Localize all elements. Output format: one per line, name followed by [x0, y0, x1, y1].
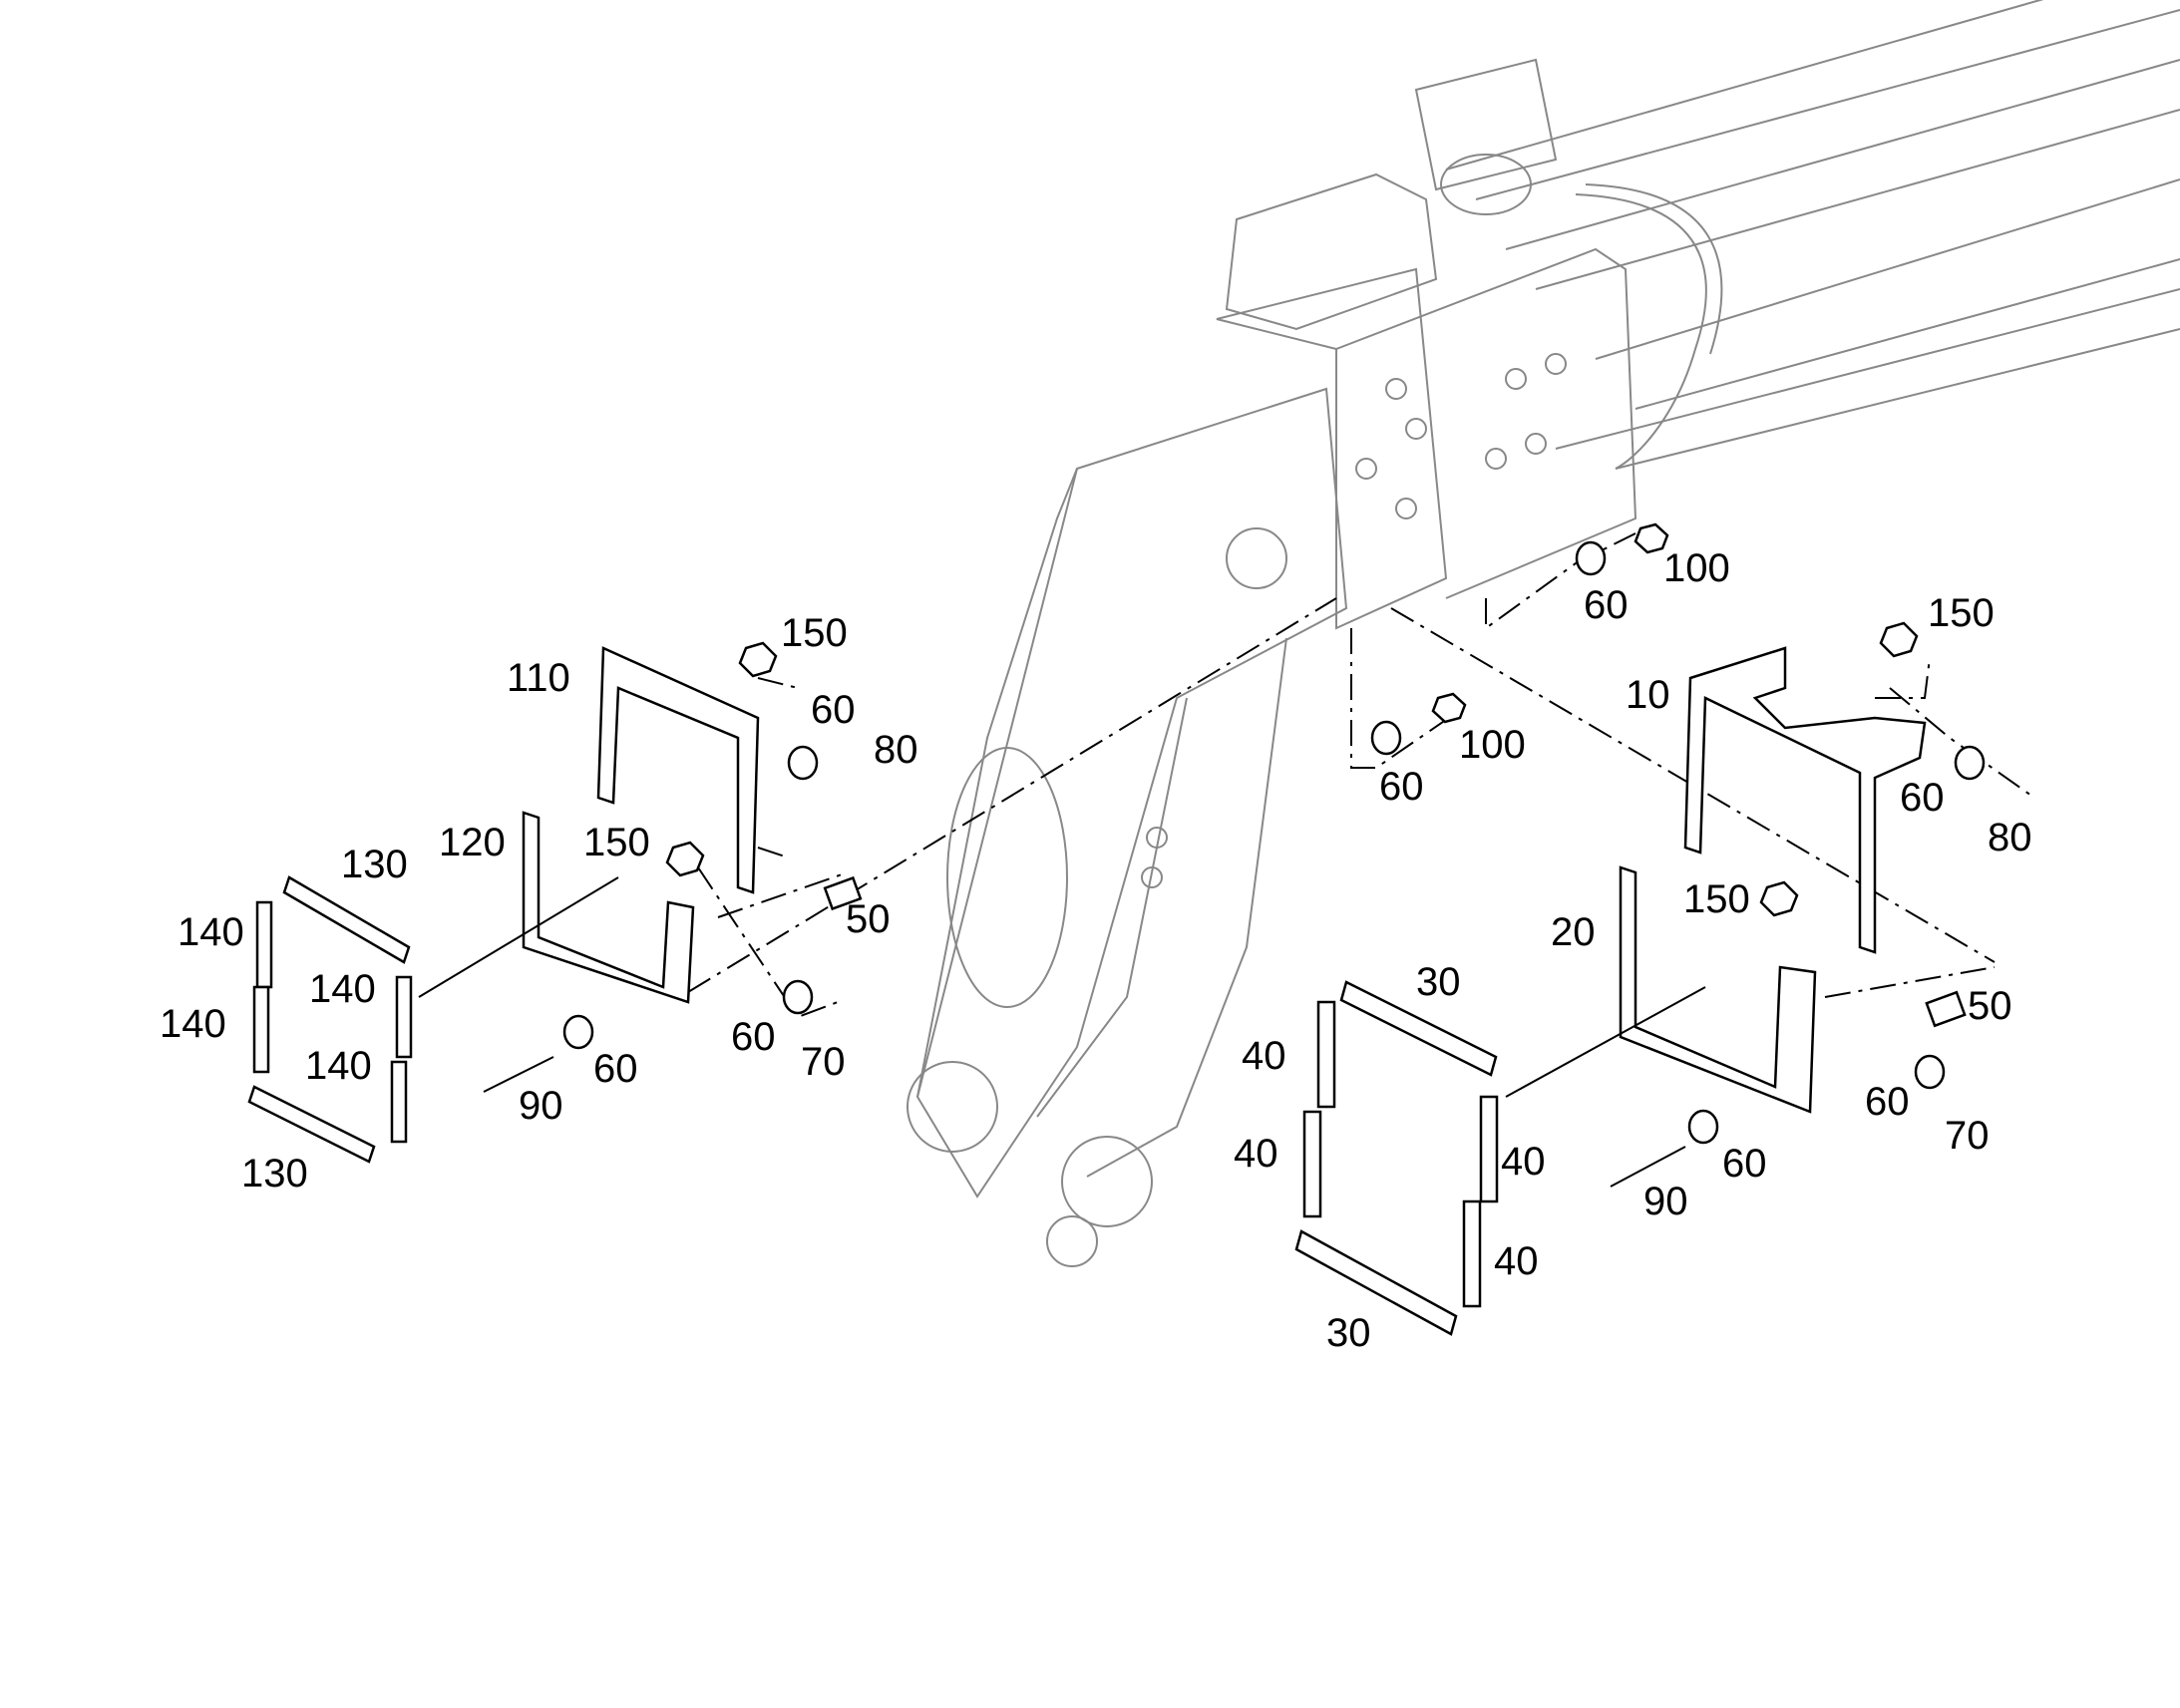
callout-labels: 150 110 60 80 120 150 130 140 140 140 14… [160, 546, 2032, 1355]
callout-60: 60 [1584, 583, 1629, 627]
boom-arm-outline [907, 0, 2180, 1267]
callout-140: 140 [178, 910, 244, 954]
right-bracket-10 [1683, 646, 1927, 954]
callout-140: 140 [160, 1002, 226, 1046]
right-fasteners [1370, 522, 1986, 1188]
callout-40: 40 [1494, 1239, 1539, 1283]
right-clamp-strip-30-bottom [1294, 1229, 1458, 1336]
callout-60: 60 [1379, 765, 1424, 809]
callout-90: 90 [1643, 1180, 1688, 1223]
callout-60: 60 [1900, 776, 1945, 820]
callout-30: 30 [1326, 1311, 1371, 1355]
callout-90: 90 [519, 1084, 563, 1128]
callout-10: 10 [1626, 673, 1670, 717]
callout-100: 100 [1459, 723, 1526, 767]
callout-60: 60 [1722, 1142, 1767, 1186]
left-clamp-strip-130-top [282, 875, 411, 964]
callout-150: 150 [1683, 877, 1750, 921]
callout-130: 130 [241, 1152, 308, 1196]
callout-30: 30 [1416, 960, 1461, 1004]
callout-60: 60 [731, 1015, 776, 1059]
callout-40: 40 [1242, 1034, 1286, 1078]
left-clamp-strips-140 [252, 900, 413, 1144]
callout-150: 150 [583, 821, 650, 864]
right-clamp-strip-30-top [1339, 980, 1498, 1077]
callout-60: 60 [1865, 1080, 1910, 1124]
callout-110: 110 [507, 656, 570, 700]
callout-40: 40 [1234, 1132, 1278, 1176]
callout-50: 50 [846, 897, 891, 941]
callout-140: 140 [305, 1044, 372, 1088]
right-clamp-strips-40 [1302, 1000, 1499, 1308]
callout-50: 50 [1968, 984, 2012, 1028]
callout-140: 140 [309, 967, 376, 1011]
left-bracket-110 [596, 646, 760, 894]
callout-70: 70 [801, 1040, 846, 1084]
callout-120: 120 [439, 821, 506, 864]
left-clamp-strip-130-bottom [247, 1085, 376, 1164]
left-fasteners [483, 641, 863, 1093]
callout-100: 100 [1663, 546, 1730, 590]
callout-40: 40 [1501, 1140, 1546, 1184]
leader-lines [418, 876, 1706, 1098]
callout-70: 70 [1945, 1114, 1990, 1158]
left-bracket-120 [522, 811, 695, 1004]
right-bracket-20 [1619, 865, 1817, 1114]
callout-20: 20 [1551, 910, 1596, 954]
callout-60: 60 [811, 688, 856, 732]
callout-60: 60 [593, 1047, 638, 1091]
callout-150: 150 [781, 611, 848, 655]
callout-80: 80 [1988, 816, 2032, 859]
callout-130: 130 [341, 843, 408, 886]
callout-150: 150 [1928, 591, 1995, 635]
assembly-lines [687, 532, 2035, 1019]
callout-80: 80 [874, 728, 918, 772]
